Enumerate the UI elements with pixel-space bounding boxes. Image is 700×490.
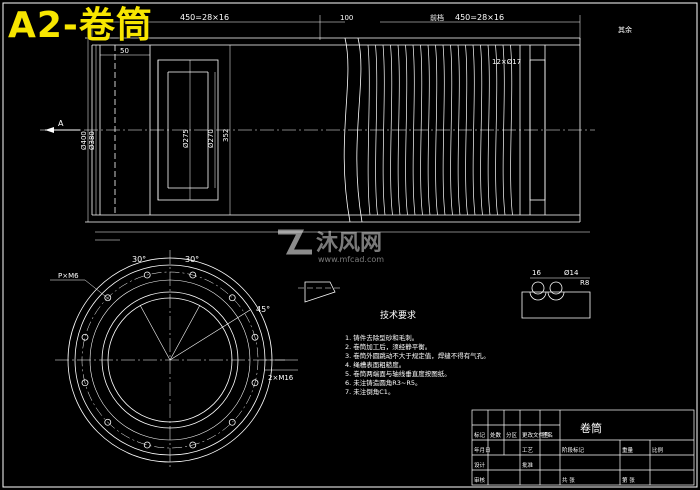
overlay-title: A2-卷筒 (8, 5, 153, 46)
bolt-hole (251, 333, 259, 341)
flange-bolt-holes (81, 271, 259, 449)
drum-section-view (40, 15, 595, 241)
title-block-cell: 处数 (490, 431, 502, 439)
title-block-cell: 比例 (652, 446, 664, 454)
dim-phi380: Ø380 (88, 131, 96, 150)
bolt-hole (81, 333, 89, 341)
dim-right-prefix: 前档 (430, 13, 444, 22)
bolt-hole (228, 294, 236, 302)
title-block (471, 409, 695, 486)
title-block-cell: 设计 (474, 461, 486, 469)
watermark-logo-icon (278, 229, 312, 255)
dim-50: 50 (120, 47, 129, 55)
dim-phi270: Ø270 (207, 129, 215, 148)
bolt-hole (104, 294, 112, 302)
dim-right-pitch: 450=28×16 (455, 13, 504, 22)
bolt-hole (228, 418, 236, 426)
rope-groove (472, 44, 476, 216)
watermark: 沐风网 www.mfcad.com (278, 229, 384, 264)
section-label: A (58, 119, 64, 128)
bolt-hole (104, 418, 112, 426)
title-block-cells: 标记处数分区更改文件号签名年月日设计审核 工艺批准 阶段标记 重量 比例共 张 第 张 (474, 431, 664, 484)
dim-bolt-holes: 12×Ø17 (492, 58, 521, 66)
tech-req-item: 2. 卷筒加工后，须经静平衡。 (345, 342, 431, 351)
dim-phi275: Ø275 (182, 129, 190, 148)
dim-352: 352 (222, 129, 230, 142)
angle-45: 45° (256, 305, 270, 314)
rope-groove (367, 44, 371, 216)
bolt-hole (143, 271, 151, 279)
title-block-cell: 第 张 (622, 476, 635, 484)
drum-end-view (50, 250, 298, 470)
detail-view-hook (298, 281, 340, 303)
title-block-name: 卷筒 (580, 421, 602, 435)
bolt-hole (81, 379, 89, 387)
bolt-callout-2: 2×M16 (268, 374, 294, 382)
rope-groove (495, 44, 498, 216)
bolt-hole (189, 441, 197, 449)
dim-center: 100 (340, 14, 353, 22)
title-block-cell: 重量 (622, 446, 634, 454)
title-block-cell: 签名 (542, 431, 553, 439)
tech-req-item: 7. 未注倒角C1。 (345, 387, 394, 396)
watermark-logo-text: 沐风网 (316, 231, 382, 256)
title-block-cell: 标记 (474, 431, 486, 439)
tech-req-item: 5. 卷筒两端面与轴线垂直度按图纸。 (345, 369, 451, 378)
title-block-cell: 审核 (474, 476, 486, 484)
rope-groove (405, 44, 408, 216)
tech-req-item: 3. 卷筒外圆跳动不大于规定值，焊缝不得有气孔。 (345, 351, 490, 360)
bolt-hole (251, 379, 259, 387)
roughness-note: 其余 (618, 25, 632, 34)
dim-phi400: Ø400 (80, 131, 88, 150)
title-block-cell: 更改文件号 (522, 431, 550, 439)
dim-16: 16 (532, 269, 541, 277)
title-block-cell: 批准 (522, 461, 534, 469)
bolt-callout: P×M6 (58, 272, 79, 280)
title-block-cell: 阶段标记 (562, 446, 585, 454)
title-block-cell: 分区 (506, 431, 518, 439)
tech-req-item: 6. 未注铸造圆角R3~R5。 (345, 378, 422, 387)
dim-r8: R8 (580, 279, 589, 287)
bolt-hole (189, 271, 197, 279)
tech-req-heading: 技术要求 (380, 309, 416, 321)
tech-req-item: 4. 绳槽表面粗糙度。 (345, 360, 405, 369)
tech-req-item: 1. 铸件去除型砂和毛刺。 (345, 333, 418, 342)
title-block-cell: 工艺 (522, 447, 534, 454)
title-block-cell: 年月日 (474, 446, 491, 454)
rope-groove (390, 44, 393, 216)
angle-30-right: 30° (185, 255, 199, 264)
rope-groove (450, 44, 453, 216)
dim-left-pitch: 450=28×16 (180, 13, 229, 22)
dim-phi14: Ø14 (564, 269, 579, 277)
rope-groove (412, 44, 416, 216)
title-block-cell: 共 张 (562, 476, 575, 484)
bolt-hole (143, 441, 151, 449)
watermark-url: www.mfcad.com (318, 255, 384, 264)
rope-groove (427, 44, 431, 216)
angle-30-left: 30° (132, 255, 146, 264)
tech-req-list: 1. 铸件去除型砂和毛刺。2. 卷筒加工后，须经静平衡。3. 卷筒外圆跳动不大于… (345, 333, 490, 396)
detail-view-groove (521, 277, 591, 319)
section-arrow-a: A (45, 119, 80, 133)
